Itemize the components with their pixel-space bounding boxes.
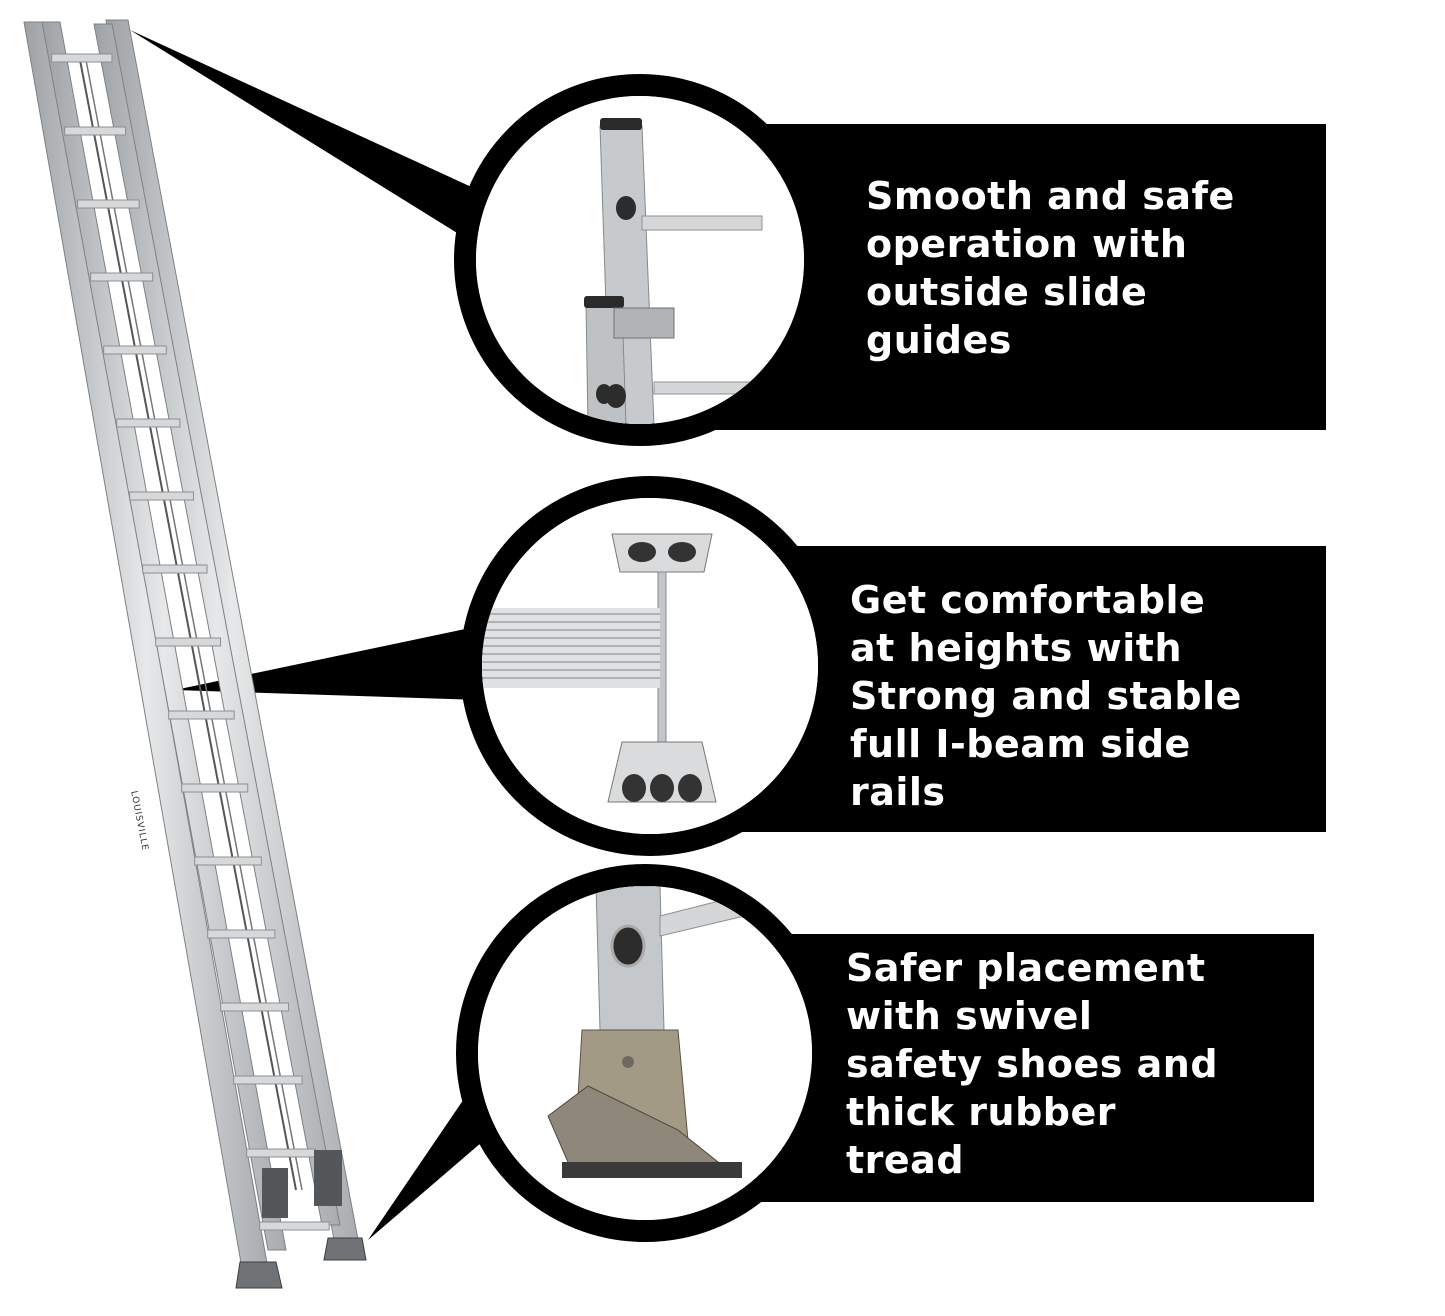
ladder-rung	[233, 1075, 303, 1085]
ladder-rung	[77, 199, 140, 209]
ladder-rope	[79, 59, 297, 1191]
callout-text-ibeam: Get comfortable at heights with Strong a…	[850, 576, 1242, 816]
pointer-wedge-top	[130, 30, 478, 236]
lens-slide-guides	[454, 74, 826, 446]
ladder-rope-2	[85, 59, 303, 1191]
ladder-foot-right	[323, 1237, 367, 1261]
ladder-rung	[142, 564, 208, 574]
ladder-rail-right-inner	[93, 23, 341, 1226]
ladder-rail-left-inner	[41, 21, 287, 1251]
callout-line: Get comfortable	[850, 578, 1206, 622]
ladder-rung	[220, 1002, 289, 1012]
callout-line: operation with	[866, 222, 1188, 266]
callout-line: Smooth and safe	[866, 174, 1235, 218]
ladder-foot-left	[235, 1261, 283, 1289]
callout-line: at heights with	[850, 626, 1183, 670]
callout-line: rails	[850, 770, 946, 814]
callout-line: with swivel	[846, 994, 1093, 1038]
callout-line: outside slide	[866, 270, 1148, 314]
ladder-rung	[90, 272, 154, 282]
callout-line: Strong and stable	[850, 674, 1242, 718]
ladder-rung	[207, 929, 276, 939]
ladder-foot-brace-right	[314, 1150, 342, 1206]
callout-text-slide-guides: Smooth and safe operation with outside s…	[866, 172, 1235, 364]
pointer-wedge-bottom	[368, 1090, 496, 1240]
callout-line: Safer placement	[846, 946, 1206, 990]
safety-shoe-closeup-image	[478, 886, 812, 1220]
lens-safety-shoes	[456, 864, 834, 1242]
ladder-rung	[246, 1148, 317, 1158]
ladder-rungs	[51, 53, 330, 1231]
lens-ibeam	[460, 476, 840, 856]
ladder-rung	[116, 418, 181, 428]
callout-line: full I-beam side	[850, 722, 1191, 766]
ladder-rung	[259, 1221, 330, 1231]
ladder-rung	[181, 783, 249, 793]
ladder-foot-brace-left	[262, 1168, 288, 1218]
ladder-rung	[129, 491, 194, 501]
callout-text-safety-shoes: Safer placement with swivel safety shoes…	[846, 944, 1218, 1184]
callout-line: thick rubber	[846, 1090, 1116, 1134]
callout-line: safety shoes and	[846, 1042, 1219, 1086]
callout-line: guides	[866, 318, 1012, 362]
slide-guide-closeup-image	[476, 96, 804, 424]
ladder-rung	[103, 345, 167, 355]
ladder-rung	[64, 126, 127, 136]
callout-line: tread	[846, 1138, 965, 1182]
ladder-rung	[155, 637, 222, 647]
ladder-rung	[51, 53, 113, 63]
ladder-rung	[194, 856, 262, 866]
ibeam-rail-closeup-image	[482, 498, 818, 834]
ladder-rung	[168, 710, 235, 720]
